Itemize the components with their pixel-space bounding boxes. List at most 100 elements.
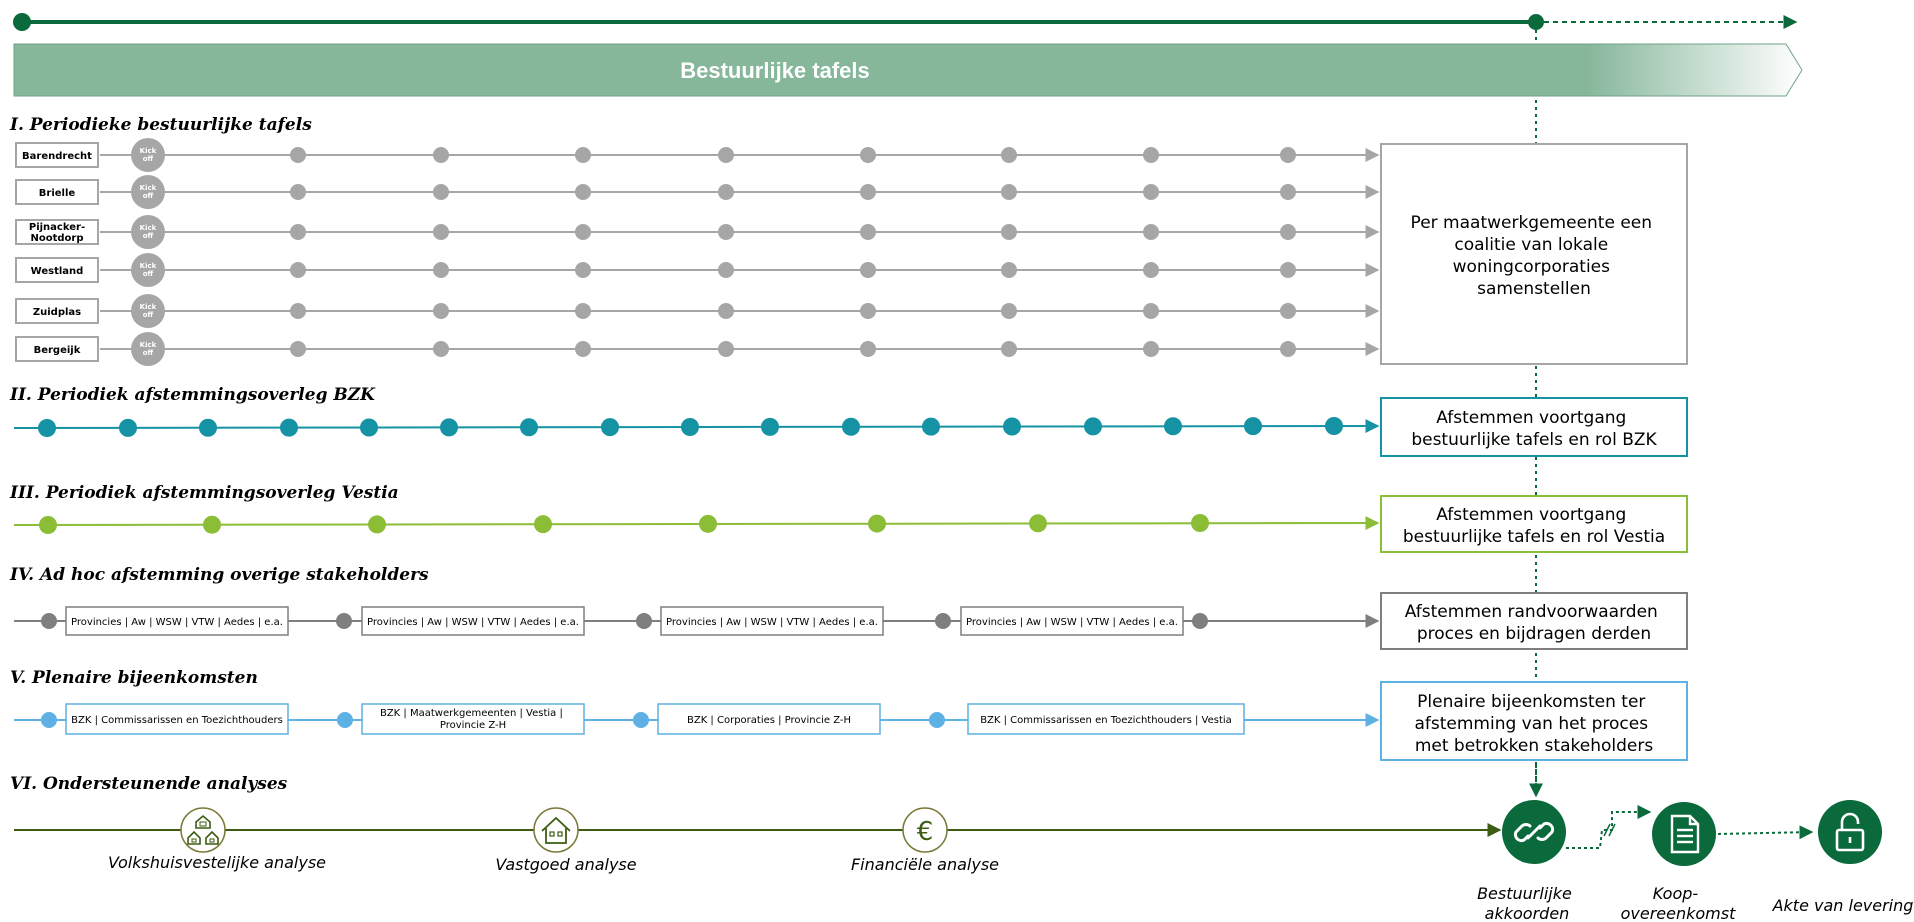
milestone-2-line-1: Koop- xyxy=(1653,884,1699,903)
meeting-dot xyxy=(718,147,734,163)
section-title-2: II. Periodiek afstemmingsoverleg BZK xyxy=(9,385,376,405)
outcome-2-line-2: bestuurlijke tafels en rol BZK xyxy=(1411,430,1657,450)
svg-text:BZK | Maatwerkgemeenten | Vest: BZK | Maatwerkgemeenten | Vestia | Provi… xyxy=(380,708,566,731)
meeting-dot xyxy=(433,184,449,200)
bzk-meeting-dot xyxy=(520,418,538,437)
bzk-meeting-dot xyxy=(842,417,860,436)
outcome-1-line-1: Per maatwerkgemeente een xyxy=(1411,213,1652,233)
municipality-box xyxy=(15,298,99,324)
meeting-dot xyxy=(1280,147,1296,163)
meeting-dot xyxy=(718,184,734,200)
meeting-dot xyxy=(1001,303,1017,319)
milestone-akte-van-levering: Akte van levering xyxy=(1772,800,1914,915)
outcome-5-line-2: afstemming van het proces xyxy=(1414,714,1648,734)
stakeholder-box-label: Provincies | Aw | WSW | VTW | Aedes | e.… xyxy=(71,617,283,628)
plenary-box: BZK | Corporaties | Provincie Z-H xyxy=(657,703,881,735)
outcome-1-line-4: samenstellen xyxy=(1477,279,1591,299)
meeting-dot xyxy=(433,262,449,278)
outcome-2-line-1: Afstemmen voortgang xyxy=(1436,408,1626,428)
meeting-dot xyxy=(1143,341,1159,357)
meeting-dot xyxy=(1001,147,1017,163)
vestia-meeting-dot xyxy=(868,514,886,533)
document-icon xyxy=(1670,814,1700,854)
svg-text:Per maatwerkgemeente een: Per maatwerkgemeente een coalitie van lo… xyxy=(1411,213,1658,299)
meeting-dot xyxy=(718,262,734,278)
meeting-dot xyxy=(1280,303,1296,319)
meeting-dot xyxy=(575,341,591,357)
meeting-dot xyxy=(1280,262,1296,278)
stakeholder-box-label: Provincies | Aw | WSW | VTW | Aedes | e.… xyxy=(666,617,878,628)
analysis-vastgoed: Vastgoed analyse xyxy=(495,807,637,874)
milestone-bestuurlijke-akkoorden: Bestuurlijke akkoorden xyxy=(1477,800,1577,922)
banner: Bestuurlijke tafels xyxy=(13,43,1803,97)
meeting-dot xyxy=(1280,341,1296,357)
houses-icon xyxy=(187,814,219,845)
milestone-label: Bestuurlijke akkoorden xyxy=(1477,884,1577,922)
section-6-row: Volkshuisvestelijke analyse Vastgoed ana… xyxy=(14,807,1502,874)
milestone-label: Akte van levering xyxy=(1772,896,1914,915)
meeting-dot xyxy=(860,224,876,240)
meeting-dot xyxy=(860,262,876,278)
bzk-meeting-dot xyxy=(1164,417,1182,436)
outcome-box-3: Afstemmen voortgang bestuurlijke tafels … xyxy=(1380,495,1688,553)
stakeholder-box-label: Provincies | Aw | WSW | VTW | Aedes | e.… xyxy=(966,617,1178,628)
svg-text:Afstemmen voortgang best: Afstemmen voortgang bestuurlijke tafels … xyxy=(1403,505,1665,547)
vestia-meeting-dot xyxy=(39,516,57,534)
plenary-box: BZK | Commissarissen en Toezichthouders … xyxy=(967,703,1245,735)
stakeholder-dot xyxy=(935,613,951,629)
vestia-meeting-dot xyxy=(1029,514,1047,533)
milestone-2-line-2: overeenkomst xyxy=(1621,904,1736,922)
outcome-5-line-3: met betrokken stakeholders xyxy=(1415,736,1654,756)
milestone-label: Koop- overeenkomst xyxy=(1621,884,1736,922)
meeting-dot xyxy=(290,147,306,163)
meeting-dot xyxy=(433,303,449,319)
municipality-label: Pijnacker-Nootdorp xyxy=(29,222,85,244)
meeting-dot xyxy=(1001,262,1017,278)
municipality-label: Brielle xyxy=(39,188,76,199)
section-2-row xyxy=(13,417,1380,437)
bzk-meeting-dot xyxy=(1244,417,1262,436)
banner-title: Bestuurlijke tafels xyxy=(680,58,870,83)
municipality-box xyxy=(15,179,99,205)
meeting-dot xyxy=(290,184,306,200)
meeting-dot xyxy=(1143,224,1159,240)
analysis-volkshuisvestelijke: Volkshuisvestelijke analyse xyxy=(108,807,326,872)
meeting-dot xyxy=(718,224,734,240)
analysis-label: Financiële analyse xyxy=(851,855,999,874)
meeting-dot xyxy=(1143,147,1159,163)
outcome-box-5: Plenaire bijeenkomsten ter afstemming va… xyxy=(1380,681,1688,761)
svg-text:Afstemmen voortgang best: Afstemmen voortgang bestuurlijke tafels … xyxy=(1411,408,1657,450)
plenary-box-label-line-1: BZK | Maatwerkgemeenten | Vestia | xyxy=(380,708,563,719)
municipality-label: Bergeijk xyxy=(34,345,81,356)
meeting-dot xyxy=(575,184,591,200)
outcome-box-2: Afstemmen voortgang bestuurlijke tafels … xyxy=(1380,397,1688,457)
section-4-row: Provincies | Aw | WSW | VTW | Aedes | e.… xyxy=(14,606,1380,636)
meeting-dot xyxy=(290,224,306,240)
bzk-meeting-dot xyxy=(1325,417,1343,435)
bzk-meeting-dot xyxy=(360,418,378,437)
meeting-dot xyxy=(1143,262,1159,278)
bzk-meeting-dot xyxy=(280,418,298,437)
stakeholder-box: Provincies | Aw | WSW | VTW | Aedes | e.… xyxy=(960,606,1184,636)
link-icon xyxy=(1513,821,1555,843)
plenary-box-label-line-2: Provincie Z-H xyxy=(440,720,506,731)
meeting-dot xyxy=(433,224,449,240)
meeting-dot xyxy=(718,303,734,319)
municipality-label: Barendrecht xyxy=(22,151,92,162)
meeting-dot xyxy=(575,262,591,278)
meeting-dot xyxy=(290,341,306,357)
house-icon xyxy=(541,816,571,844)
meeting-dot xyxy=(290,262,306,278)
municipality-box xyxy=(15,142,99,168)
